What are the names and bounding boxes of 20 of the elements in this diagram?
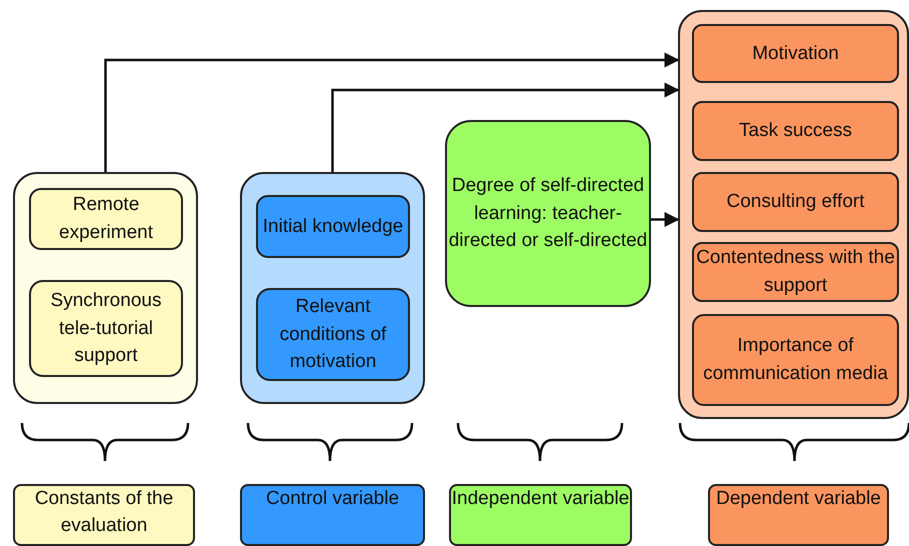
group-box: [13, 172, 198, 404]
variable-box: Synchronous tele-tutorial support: [29, 280, 183, 377]
variable-box: Motivation: [692, 24, 899, 83]
variable-box: Contentedness with the support: [692, 242, 899, 302]
variable-box: Relevant conditions of motivation: [256, 288, 410, 381]
variable-box: Importance of communication media: [692, 314, 899, 406]
variable-box: Degree of self-directed learning: teacher-directed or self-directed: [445, 120, 651, 307]
category-label: Independent variable: [449, 484, 632, 546]
category-label: Constants of the evaluation: [13, 484, 195, 546]
group-box: [678, 10, 909, 419]
variable-box: Remote experiment: [29, 188, 183, 250]
variable-box: Task success: [692, 101, 899, 161]
variable-box: Initial knowledge: [256, 195, 410, 258]
arrow: [104, 52, 680, 172]
group-box: [240, 172, 425, 404]
variable-box: Consulting effort: [692, 172, 899, 232]
category-label: Control variable: [240, 484, 425, 546]
arrow: [651, 212, 680, 227]
category-label: Dependent variable: [708, 484, 889, 546]
arrow: [331, 82, 680, 172]
